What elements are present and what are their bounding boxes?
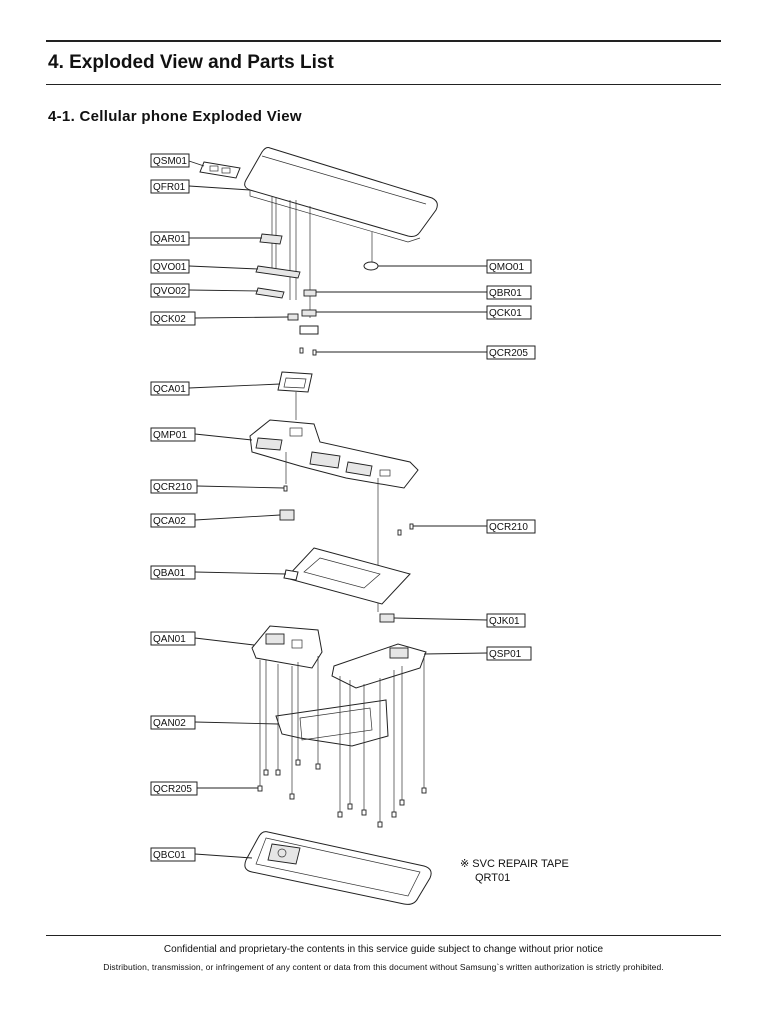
svg-text:QCR205: QCR205 [153,784,192,795]
lower-screws [257,759,427,828]
label-qba01: QBA01 [150,565,287,580]
svg-text:QCK01: QCK01 [489,308,522,319]
svg-text:QSP01: QSP01 [489,649,522,660]
svg-text:QVO01: QVO01 [153,262,187,273]
key-part-small [287,289,319,335]
svg-text:QSM01: QSM01 [153,156,187,167]
svg-text:QFR01: QFR01 [153,182,186,193]
svg-text:QAN01: QAN01 [153,634,186,645]
label-qsp01: QSP01 [423,646,532,661]
label-qmp01: QMP01 [150,427,253,442]
label-qsm01: QSM01 [150,153,205,168]
volume-key-part-1 [255,265,301,279]
volume-key-part-2 [255,287,285,299]
label-qfr01: QFR01 [150,179,251,194]
label-qjk01: QJK01 [393,613,526,628]
ar-part [259,233,283,245]
label-qcr205-left: QCR205 [150,781,258,796]
label-qar01: QAR01 [150,231,262,246]
earjack-part [379,613,395,623]
svg-text:QJK01: QJK01 [489,616,520,627]
pcb-screws [283,485,414,536]
label-qca01: QCA01 [150,381,281,396]
title-underline [46,84,721,85]
lower-screw-posts [259,656,425,822]
label-qca02: QCA02 [150,513,281,528]
note-symbol: ※ [460,858,470,870]
page-title: 4. Exploded View and Parts List [48,52,334,73]
svg-text:QCR210: QCR210 [153,482,192,493]
label-qcr210-left: QCR210 [150,479,285,494]
label-qvo01: QVO01 [150,259,259,274]
nfc-antenna-part [275,699,389,747]
svg-text:QCK02: QCK02 [153,314,186,325]
top-screws [299,347,317,356]
svg-text:QBR01: QBR01 [489,288,522,299]
battery-part [283,547,411,605]
speaker-module-part [331,643,427,689]
antenna-module-part [251,625,323,669]
svg-text:QAN02: QAN02 [153,718,186,729]
svg-text:QBA01: QBA01 [153,568,186,579]
exploded-view-diagram: QSM01 QFR01 QAR01 QVO01 QVO02 QCK02 QCA0… [150,147,536,905]
section-title: 4-1. Cellular phone Exploded View [48,108,302,125]
label-qbr01: QBR01 [316,285,532,300]
front-camera-part [279,509,295,521]
label-qck02: QCK02 [150,311,289,326]
vibration-motor-part [363,232,379,271]
note-line-2: QRT01 [475,872,511,884]
front-frame-part [271,196,311,318]
svg-text:QCR205: QCR205 [489,348,528,359]
label-qcr210-right: QCR210 [413,519,536,534]
note-line-1: SVC REPAIR TAPE [472,858,569,870]
svg-text:QCR210: QCR210 [489,522,528,533]
top-rule [46,40,721,42]
label-qmo01: QMO01 [378,259,532,274]
label-qan02: QAN02 [150,715,279,730]
back-cover-part [244,831,432,905]
sim-tray-part [199,161,241,179]
footer-distribution: Distribution, transmission, or infringem… [103,962,664,972]
label-qbc01: QBC01 [150,847,253,862]
svg-text:QCA01: QCA01 [153,384,186,395]
svg-text:QMO01: QMO01 [489,262,524,273]
label-qck01: QCK01 [316,305,532,320]
footer-confidential: Confidential and proprietary-the content… [163,944,604,955]
svg-text:QMP01: QMP01 [153,430,187,441]
repair-tape-note: ※ SVC REPAIR TAPE QRT01 [460,857,569,885]
camera-module-part [277,371,313,420]
front-housing-part [244,147,438,243]
footer-rule [46,935,721,936]
label-qcr205-right: QCR205 [316,345,536,360]
svg-text:QVO02: QVO02 [153,286,187,297]
label-qvo02: QVO02 [150,283,259,298]
svg-text:QBC01: QBC01 [153,850,186,861]
svg-text:QAR01: QAR01 [153,234,186,245]
svg-text:QCA02: QCA02 [153,516,186,527]
main-pcb-part [249,419,419,612]
label-qan01: QAN01 [150,631,255,646]
